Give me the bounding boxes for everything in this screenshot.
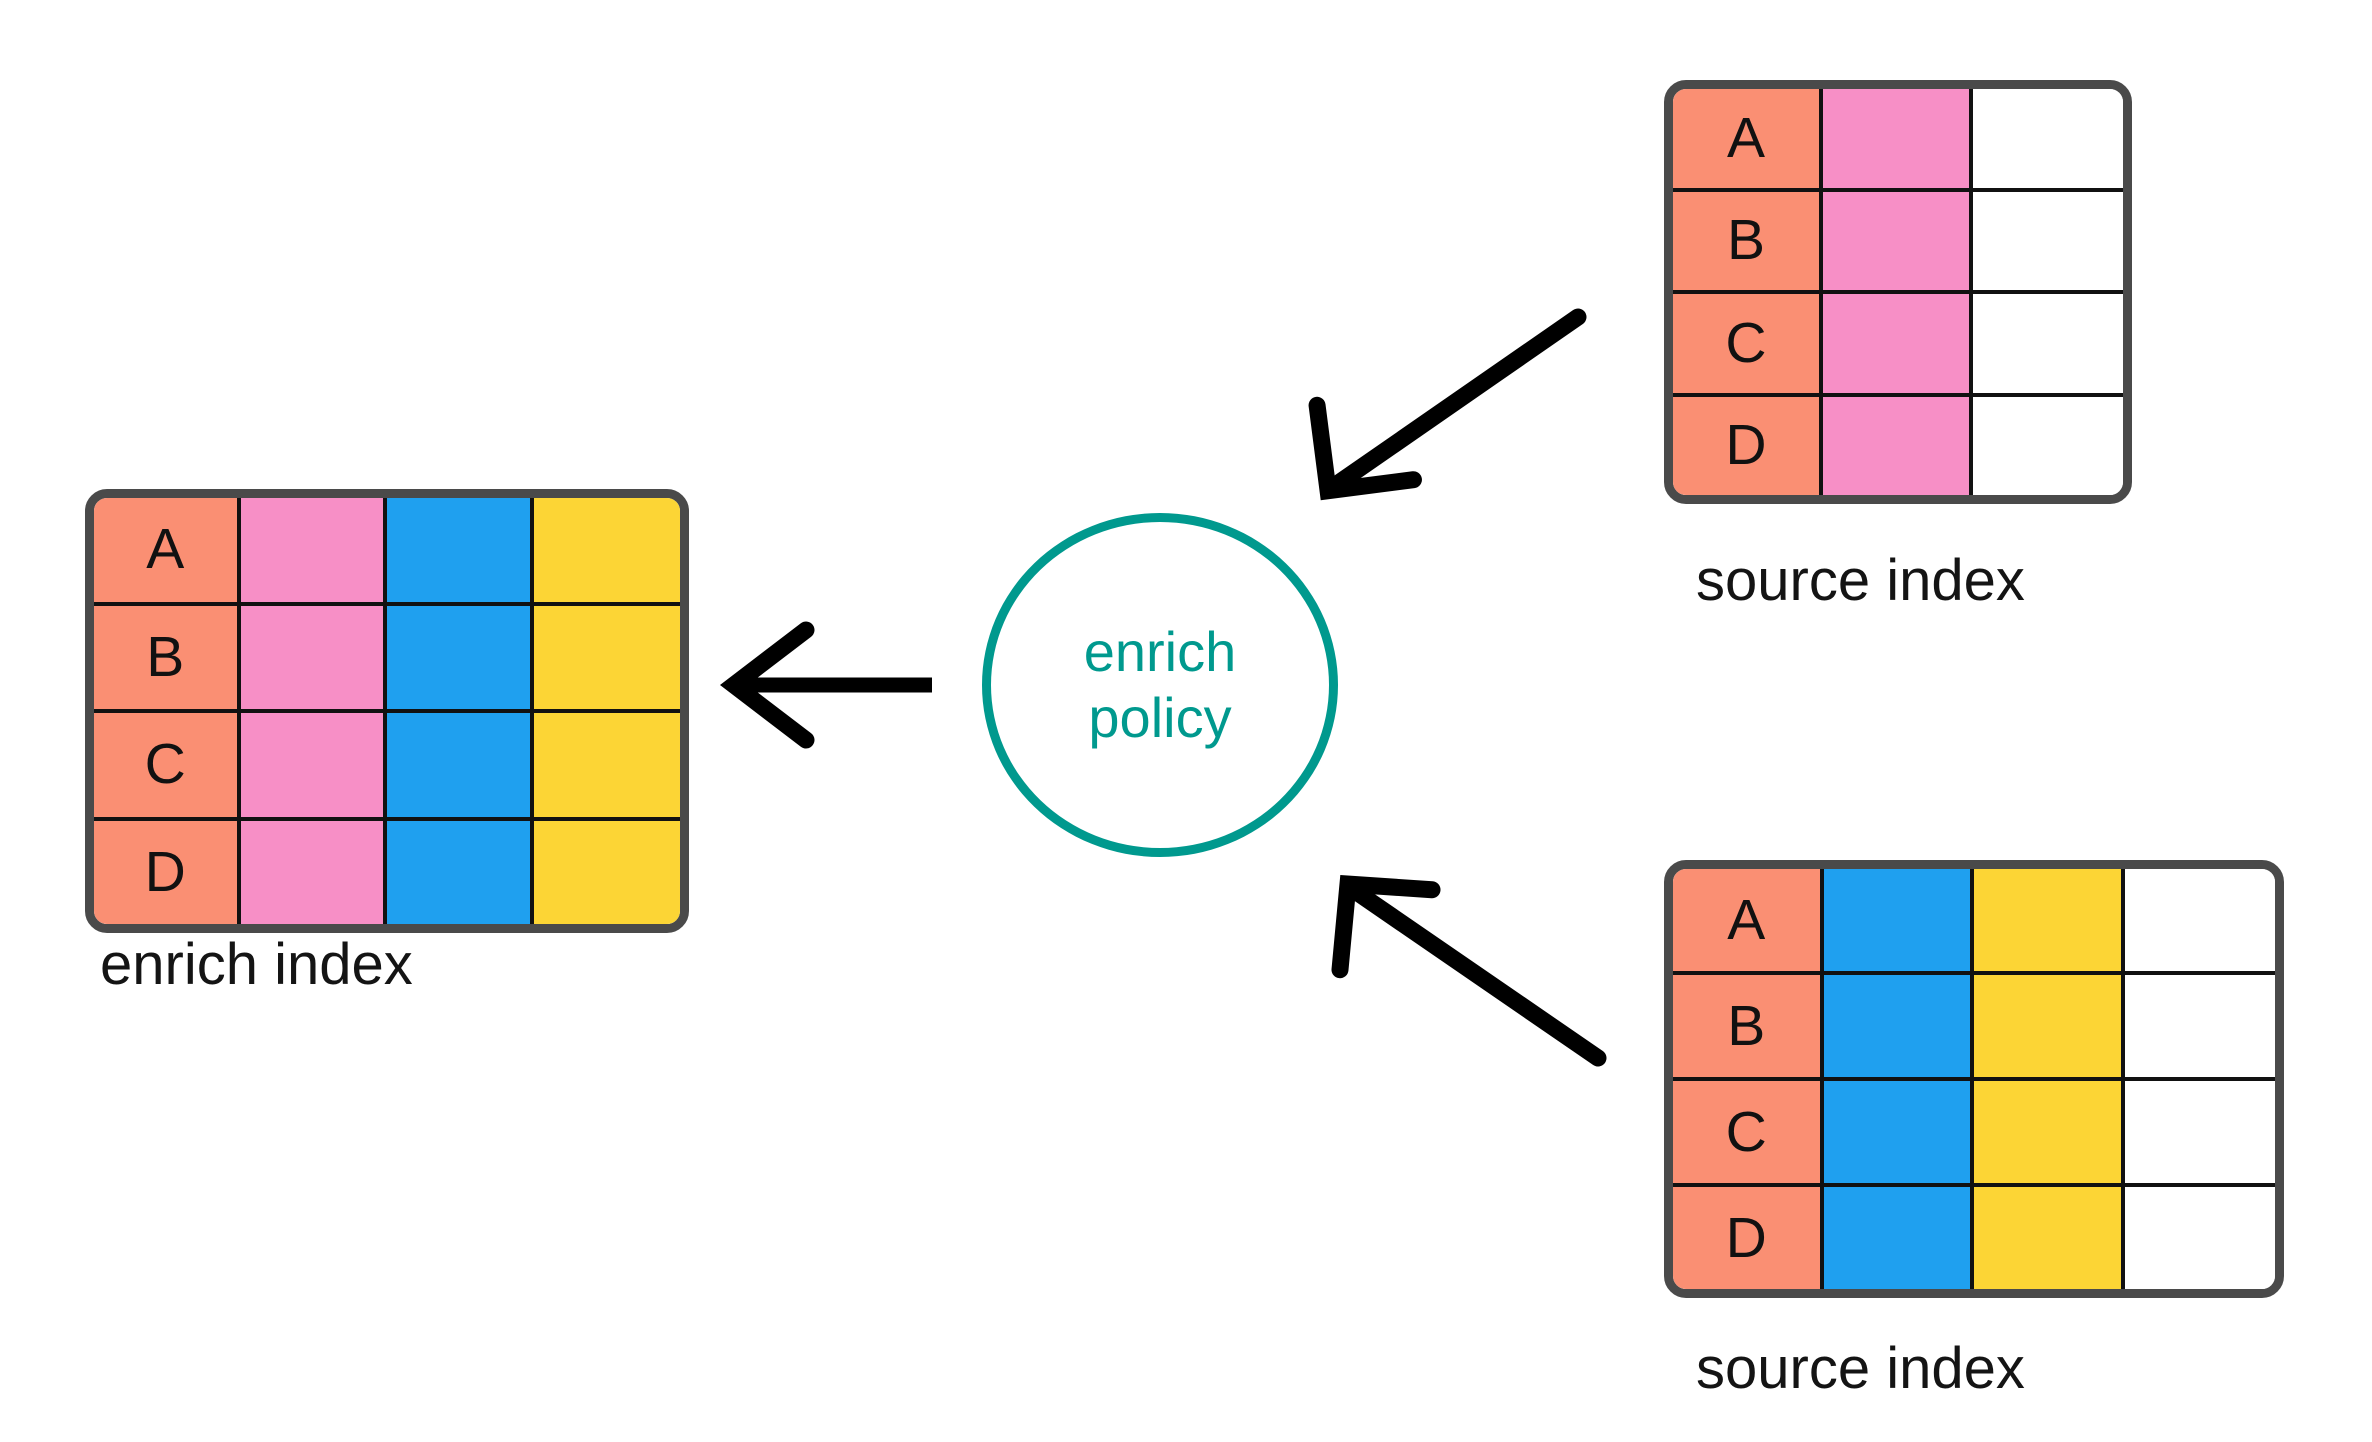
source-index-top-table: A B C D [1664,80,2132,504]
source-bottom-cell-col3 [1974,975,2125,1077]
enrich-cell-col3 [387,713,534,817]
enrich-cell-col3 [387,498,534,602]
enrich-index-caption: enrich index [100,932,413,997]
arrow-source-top-to-policy-icon [1308,308,1587,501]
enrich-cell-col3 [387,820,534,924]
row-key-label: C [1725,1099,1767,1164]
source-index-bottom-table: A B C D [1664,860,2284,1298]
enrich-cell-col4 [533,713,680,817]
row-key-label: D [1725,413,1767,478]
table-row: B [1673,191,2123,294]
row-key-label: B [1727,993,1766,1058]
source-bottom-cell-key: D [1673,1187,1824,1289]
source-bottom-cell-key: C [1673,1081,1824,1183]
source-bottom-cell-col4 [2124,869,2275,971]
enrich-policy-node: enrich policy [982,513,1338,857]
source-top-cell-col2 [1822,191,1973,290]
table-row: C [1673,1081,2275,1187]
table-row: A [1673,89,2123,192]
source-top-cell-col2 [1822,396,1973,495]
arrow-policy-to-enrich-index-icon [719,621,932,749]
source-top-cell-col3 [1972,89,2123,188]
source-bottom-cell-key: A [1673,869,1824,971]
source-top-cell-key: C [1673,294,1823,393]
enrich-cell-key: C [94,713,241,817]
source-bottom-cell-col4 [2124,1187,2275,1289]
source-bottom-cell-col2 [1823,975,1974,1077]
enrich-cell-col4 [533,498,680,602]
enrich-policy-label-line1: enrich [1083,619,1237,683]
enrich-cell-col4 [533,605,680,709]
enrich-cell-col4 [533,820,680,924]
table-row: C [94,713,680,821]
source-top-cell-key: A [1673,89,1823,188]
table-row: A [1673,869,2275,975]
source-bottom-cell-col2 [1823,869,1974,971]
row-key-label: D [1725,1205,1767,1270]
table-row: D [94,820,680,924]
enrich-cell-key: A [94,498,241,602]
table-row: A [94,498,680,606]
enrich-cell-col3 [387,605,534,709]
row-key-label: A [146,517,185,582]
arrow-source-bottom-to-policy-icon [1331,874,1607,1067]
table-row: C [1673,294,2123,397]
source-top-cell-col2 [1822,89,1973,188]
source-bottom-cell-col2 [1823,1187,1974,1289]
enrich-cell-col2 [240,820,387,924]
source-bottom-cell-col3 [1974,1081,2125,1183]
enrich-cell-key: D [94,820,241,924]
enrich-policy-label-line2: policy [1088,686,1232,749]
source-top-cell-col3 [1972,396,2123,495]
enrich-cell-key: B [94,605,241,709]
enrich-index-table: A B C D [85,489,689,933]
row-key-label: B [146,624,185,689]
source-index-bottom-caption: source index [1696,1336,2025,1401]
row-key-label: C [1725,310,1767,375]
row-key-label: D [144,839,186,904]
table-row: D [1673,396,2123,495]
source-top-cell-col2 [1822,294,1973,393]
enrich-cell-col2 [240,605,387,709]
table-row: B [1673,975,2275,1081]
source-index-top-caption: source index [1696,548,2025,613]
source-bottom-cell-col2 [1823,1081,1974,1183]
source-bottom-cell-key: B [1673,975,1824,1077]
row-key-label: A [1727,887,1766,952]
table-row: B [94,605,680,713]
row-key-label: A [1726,105,1765,170]
row-key-label: C [144,732,186,797]
source-bottom-cell-col4 [2124,975,2275,1077]
table-row: D [1673,1187,2275,1289]
enrich-cell-col2 [240,713,387,817]
enrich-cell-col2 [240,498,387,602]
source-bottom-cell-col4 [2124,1081,2275,1183]
row-key-label: B [1726,208,1765,273]
source-top-cell-col3 [1972,191,2123,290]
source-top-cell-key: B [1673,191,1823,290]
source-top-cell-col3 [1972,294,2123,393]
source-bottom-cell-col3 [1974,869,2125,971]
source-top-cell-key: D [1673,396,1823,495]
source-bottom-cell-col3 [1974,1187,2125,1289]
